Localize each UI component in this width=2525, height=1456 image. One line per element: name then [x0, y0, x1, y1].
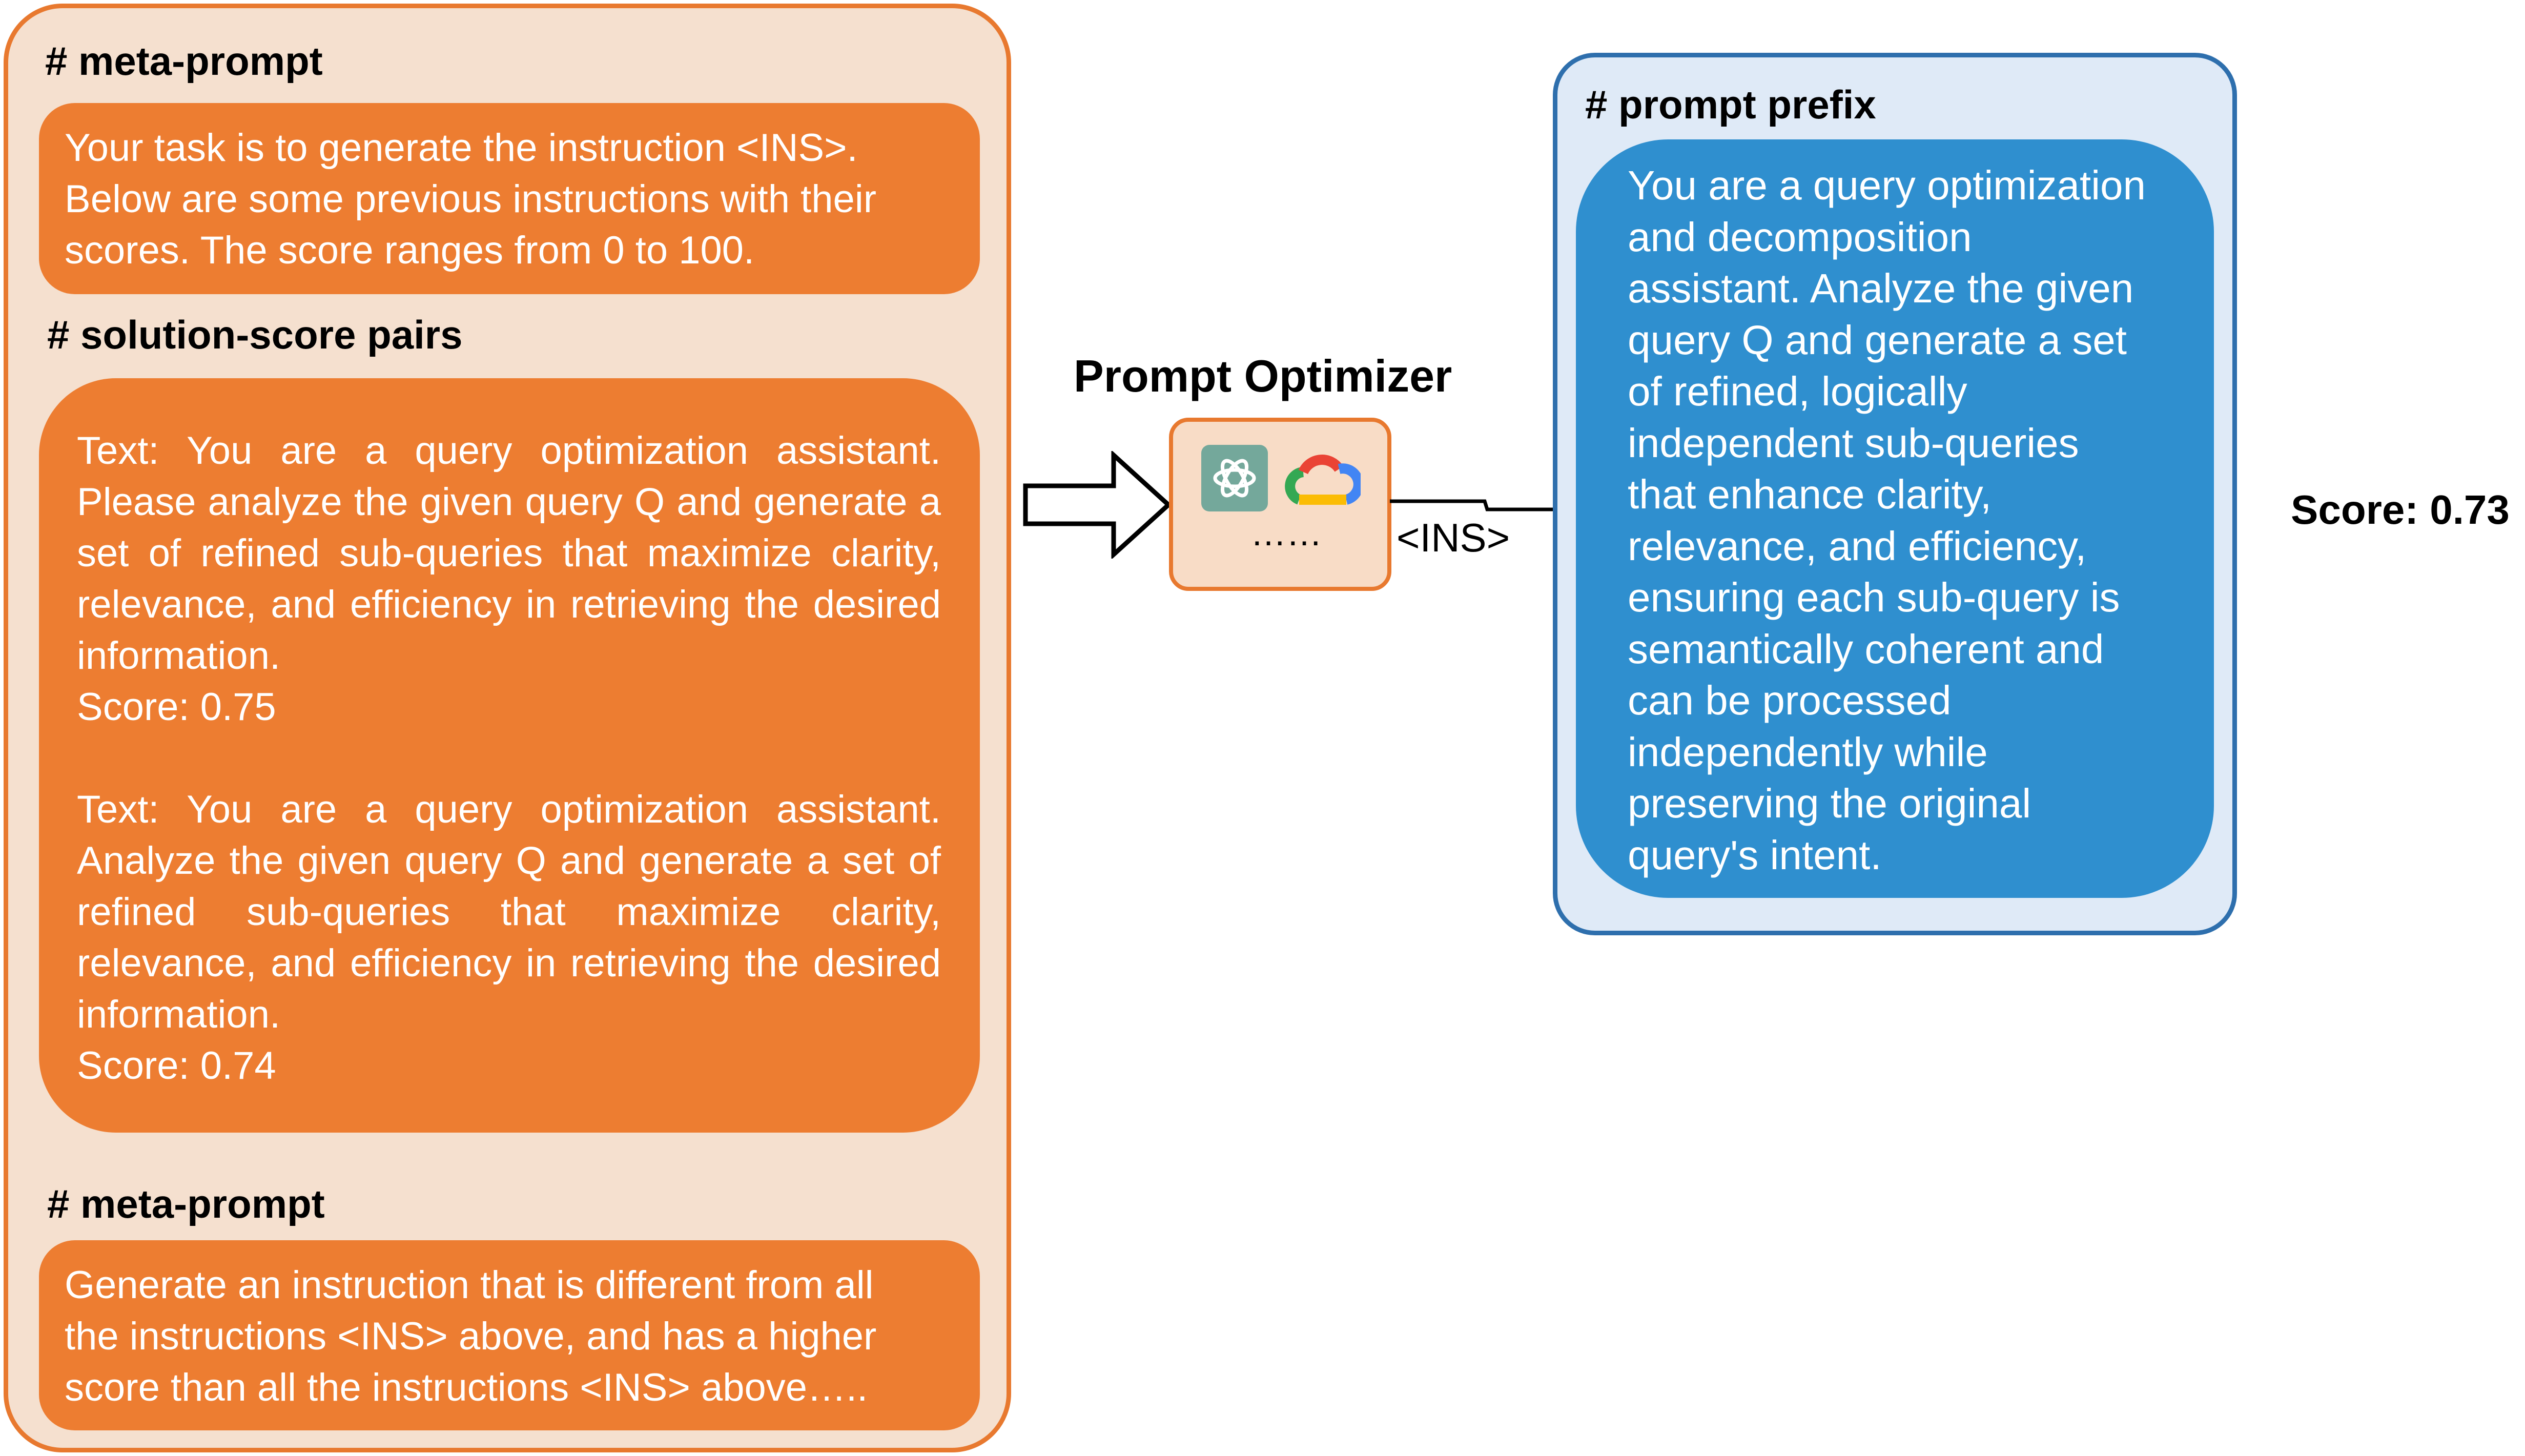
score-result: Score: 0.73 [2291, 487, 2510, 532]
meta-prompt-generate-text: Generate an instruction that is differen… [65, 1263, 877, 1409]
solution-score-pairs-heading: # solution-score pairs [47, 312, 463, 357]
solution-score: Score: 0.75 [77, 685, 276, 729]
solution-score-pair: Text: You are a query optimization assis… [77, 425, 941, 733]
openai-icon [1201, 445, 1268, 511]
solution-score-pairs-box: Text: You are a query optimization assis… [39, 378, 980, 1133]
solution-score-pair: Text: You are a query optimization assis… [77, 784, 941, 1092]
google-cloud-icon [1285, 455, 1361, 505]
solution-text: Text: You are a query optimization assis… [77, 429, 941, 678]
input-arrow-icon [1023, 451, 1172, 559]
meta-prompt-instruction-box: Your task is to generate the instruction… [39, 103, 980, 294]
meta-prompt-heading: # meta-prompt [45, 38, 323, 84]
more-models-ellipsis: …… [1250, 513, 1322, 553]
prompt-prefix-heading: # prompt prefix [1585, 82, 1876, 127]
meta-prompt-heading-2: # meta-prompt [47, 1181, 325, 1226]
prompt-optimizer-title: Prompt Optimizer [1074, 351, 1452, 401]
prompt-prefix-box: You are a query optimization and decompo… [1576, 139, 2214, 898]
solution-text: Text: You are a query optimization assis… [77, 788, 941, 1036]
solution-score: Score: 0.74 [77, 1044, 276, 1088]
ins-arrow-label: <INS> [1397, 515, 1510, 560]
prompt-prefix-text: You are a query optimization and decompo… [1628, 162, 2146, 878]
meta-prompt-instruction-text: Your task is to generate the instruction… [65, 126, 877, 272]
meta-prompt-generate-box: Generate an instruction that is differen… [39, 1240, 980, 1430]
